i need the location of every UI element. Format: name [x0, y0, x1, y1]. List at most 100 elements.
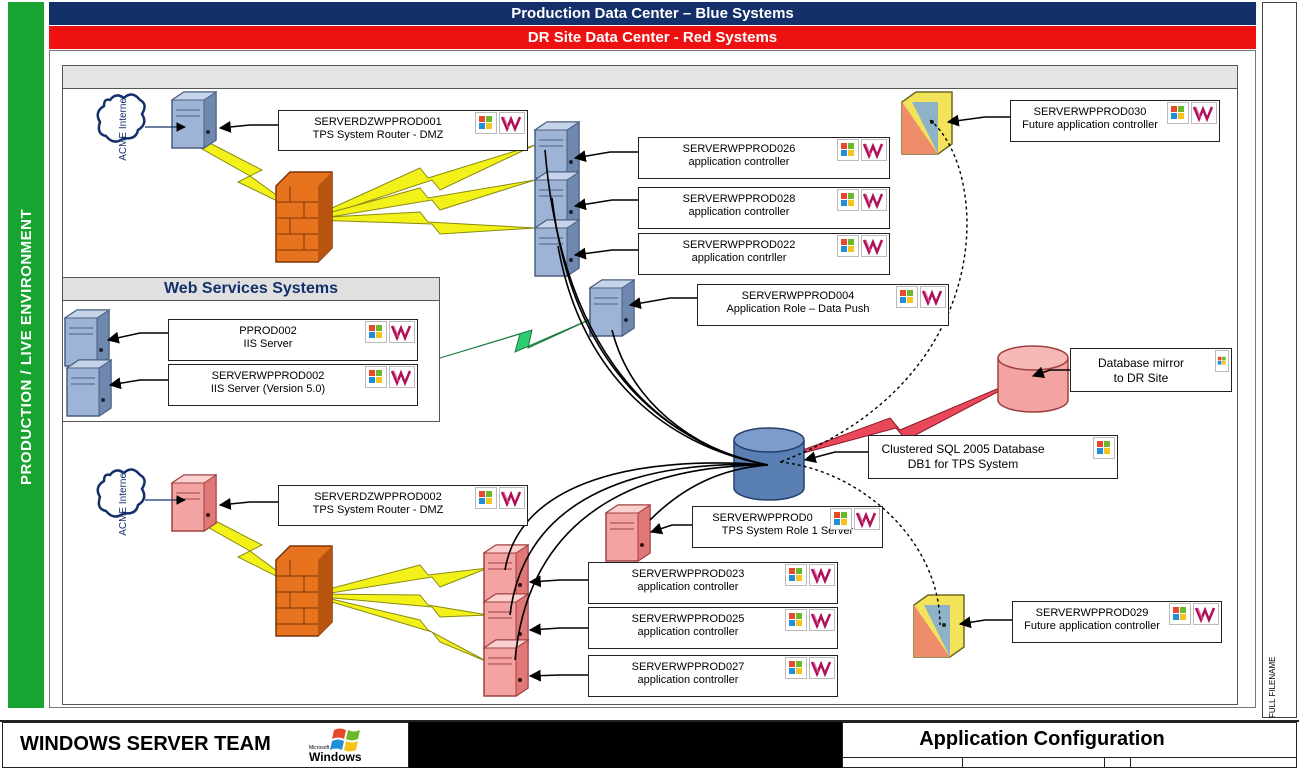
internet-cloud-bottom	[96, 468, 146, 518]
internet-cloud-bottom-label: ACME Internet	[118, 470, 129, 536]
microsoft-logo-text: Microsoft	[309, 745, 330, 751]
label-dmz-router-002: SERVERDZWPPROD002 TPS System Router - DM…	[278, 485, 528, 526]
vendor-logo-icon	[389, 321, 415, 343]
sql-database-icon	[733, 427, 805, 501]
database-mirror-icon	[997, 345, 1069, 413]
label-sql-database: Clustered SQL 2005 Database DB1 for TPS …	[868, 435, 1118, 479]
vendor-logo-icon	[1191, 102, 1217, 124]
label-role: to DR Site	[1113, 371, 1169, 385]
label-title: SERVERWPPROD030	[1033, 106, 1147, 118]
filename-strip	[1262, 2, 1297, 718]
firewall-bottom	[275, 545, 333, 637]
title-box	[842, 722, 1297, 768]
label-server-029: SERVERWPPROD029 Future application contr…	[1012, 601, 1222, 643]
windows-logo-icon	[896, 286, 918, 308]
label-iis-server-1: PPROD002 IIS Server	[168, 319, 418, 361]
label-role: TPS System Router - DMZ	[312, 129, 444, 141]
label-server-027: SERVERWPPROD027 application controller	[588, 655, 838, 697]
internet-cloud-top-label: ACME Internet	[118, 95, 129, 161]
router-server-bottom	[171, 474, 217, 532]
vendor-logo-icon	[389, 366, 415, 388]
label-title: SERVERDZWPPROD001	[314, 116, 442, 128]
label-iis-server-2: SERVERWPPROD002 IIS Server (Version 5.0)	[168, 364, 418, 406]
diagram-frame	[49, 50, 1256, 708]
future-server-030	[901, 91, 953, 155]
label-title: SERVERWPPROD029	[1035, 607, 1149, 619]
label-role: application controller	[688, 156, 790, 168]
label-role: application controller	[637, 581, 739, 593]
iis-server-1	[64, 309, 110, 367]
vendor-logo-icon	[854, 508, 880, 530]
diagram-header-bar	[62, 65, 1238, 89]
vendor-logo-icon	[1193, 603, 1219, 625]
windows-logo-icon	[1093, 437, 1115, 459]
team-name: WINDOWS SERVER TEAM	[20, 733, 271, 755]
windows-logo-text: Windows	[309, 750, 362, 764]
title-divider-3	[1130, 757, 1131, 768]
label-role: application controller	[637, 674, 739, 686]
label-dmz-router-001: SERVERDZWPPROD001 TPS System Router - DM…	[278, 110, 528, 151]
windows-logo-icon	[837, 139, 859, 161]
label-server-025: SERVERWPPROD025 application controller	[588, 607, 838, 649]
server-023	[483, 544, 529, 602]
future-server-029	[913, 594, 965, 658]
vendor-logo-icon	[861, 235, 887, 257]
windows-logo-icon	[830, 508, 852, 530]
page-title: Application Configuration	[919, 728, 1165, 750]
label-title: SERVERWPPROD025	[631, 613, 745, 625]
footer-black-panel	[409, 722, 842, 768]
label-database-mirror: Database mirror to DR Site	[1070, 348, 1232, 392]
label-title: Clustered SQL 2005 Database	[881, 442, 1045, 456]
title-subrow	[842, 757, 1297, 768]
windows-logo-icon	[785, 657, 807, 679]
label-role: TPS System Role 1 Server	[721, 525, 854, 537]
label-role: IIS Server	[243, 338, 293, 350]
firewall-top	[275, 171, 333, 263]
label-role: Future application controller	[1022, 119, 1158, 131]
label-title: SERVERWPPROD027	[631, 661, 745, 673]
label-role: application controller	[688, 206, 790, 218]
windows-logo-icon	[1215, 350, 1229, 372]
title-divider-2	[1104, 757, 1105, 768]
windows-logo-icon	[1167, 102, 1189, 124]
server-004	[589, 279, 635, 337]
label-server-023: SERVERWPPROD023 application controller	[588, 562, 838, 604]
label-server-026: SERVERWPPROD026 application controller	[638, 137, 890, 179]
windows-logo-icon	[785, 609, 807, 631]
label-role: DB1 for TPS System	[907, 457, 1019, 471]
label-title: SERVERWPPROD0	[712, 512, 813, 524]
vendor-logo-icon	[499, 112, 525, 134]
label-title: SERVERWPPROD023	[631, 568, 745, 580]
server-role1	[605, 504, 651, 562]
windows-logo-icon	[475, 112, 497, 134]
vendor-logo-icon	[861, 139, 887, 161]
vendor-logo-icon	[920, 286, 946, 308]
label-server-028: SERVERWPPROD028 application controller	[638, 187, 890, 229]
title-divider-1	[962, 757, 963, 768]
label-title: SERVERWPPROD028	[682, 193, 796, 205]
server-027	[483, 639, 529, 697]
dr-banner: DR Site Data Center - Red Systems	[49, 26, 1256, 49]
label-title: SERVERDZWPPROD002	[314, 491, 442, 503]
windows-logo-icon	[837, 235, 859, 257]
environment-side-bar	[8, 2, 44, 708]
vendor-logo-icon	[861, 189, 887, 211]
windows-logo-icon	[1169, 603, 1191, 625]
vendor-logo-icon	[809, 657, 835, 679]
label-title: SERVERWPPROD002	[211, 370, 325, 382]
windows-logo-icon	[365, 321, 387, 343]
label-role: IIS Server (Version 5.0)	[210, 383, 326, 395]
label-title: SERVERWPPROD022	[682, 239, 796, 251]
windows-logo-icon	[837, 189, 859, 211]
label-server-030: SERVERWPPROD030 Future application contr…	[1010, 100, 1220, 142]
windows-flag-icon	[330, 728, 360, 752]
server-026	[534, 121, 580, 179]
footer-bar	[0, 720, 1299, 770]
router-server-top	[171, 91, 217, 149]
production-banner: Production Data Center – Blue Systems	[49, 2, 1256, 25]
network-diagram: ACME Internet ACME Internet	[64, 91, 1070, 697]
label-server-role1: SERVERWPPROD0 TPS System Role 1 Server	[692, 506, 883, 548]
internet-cloud-top	[96, 93, 146, 143]
label-title: SERVERWPPROD004	[741, 290, 855, 302]
web-services-title: Web Services Systems	[62, 277, 440, 301]
